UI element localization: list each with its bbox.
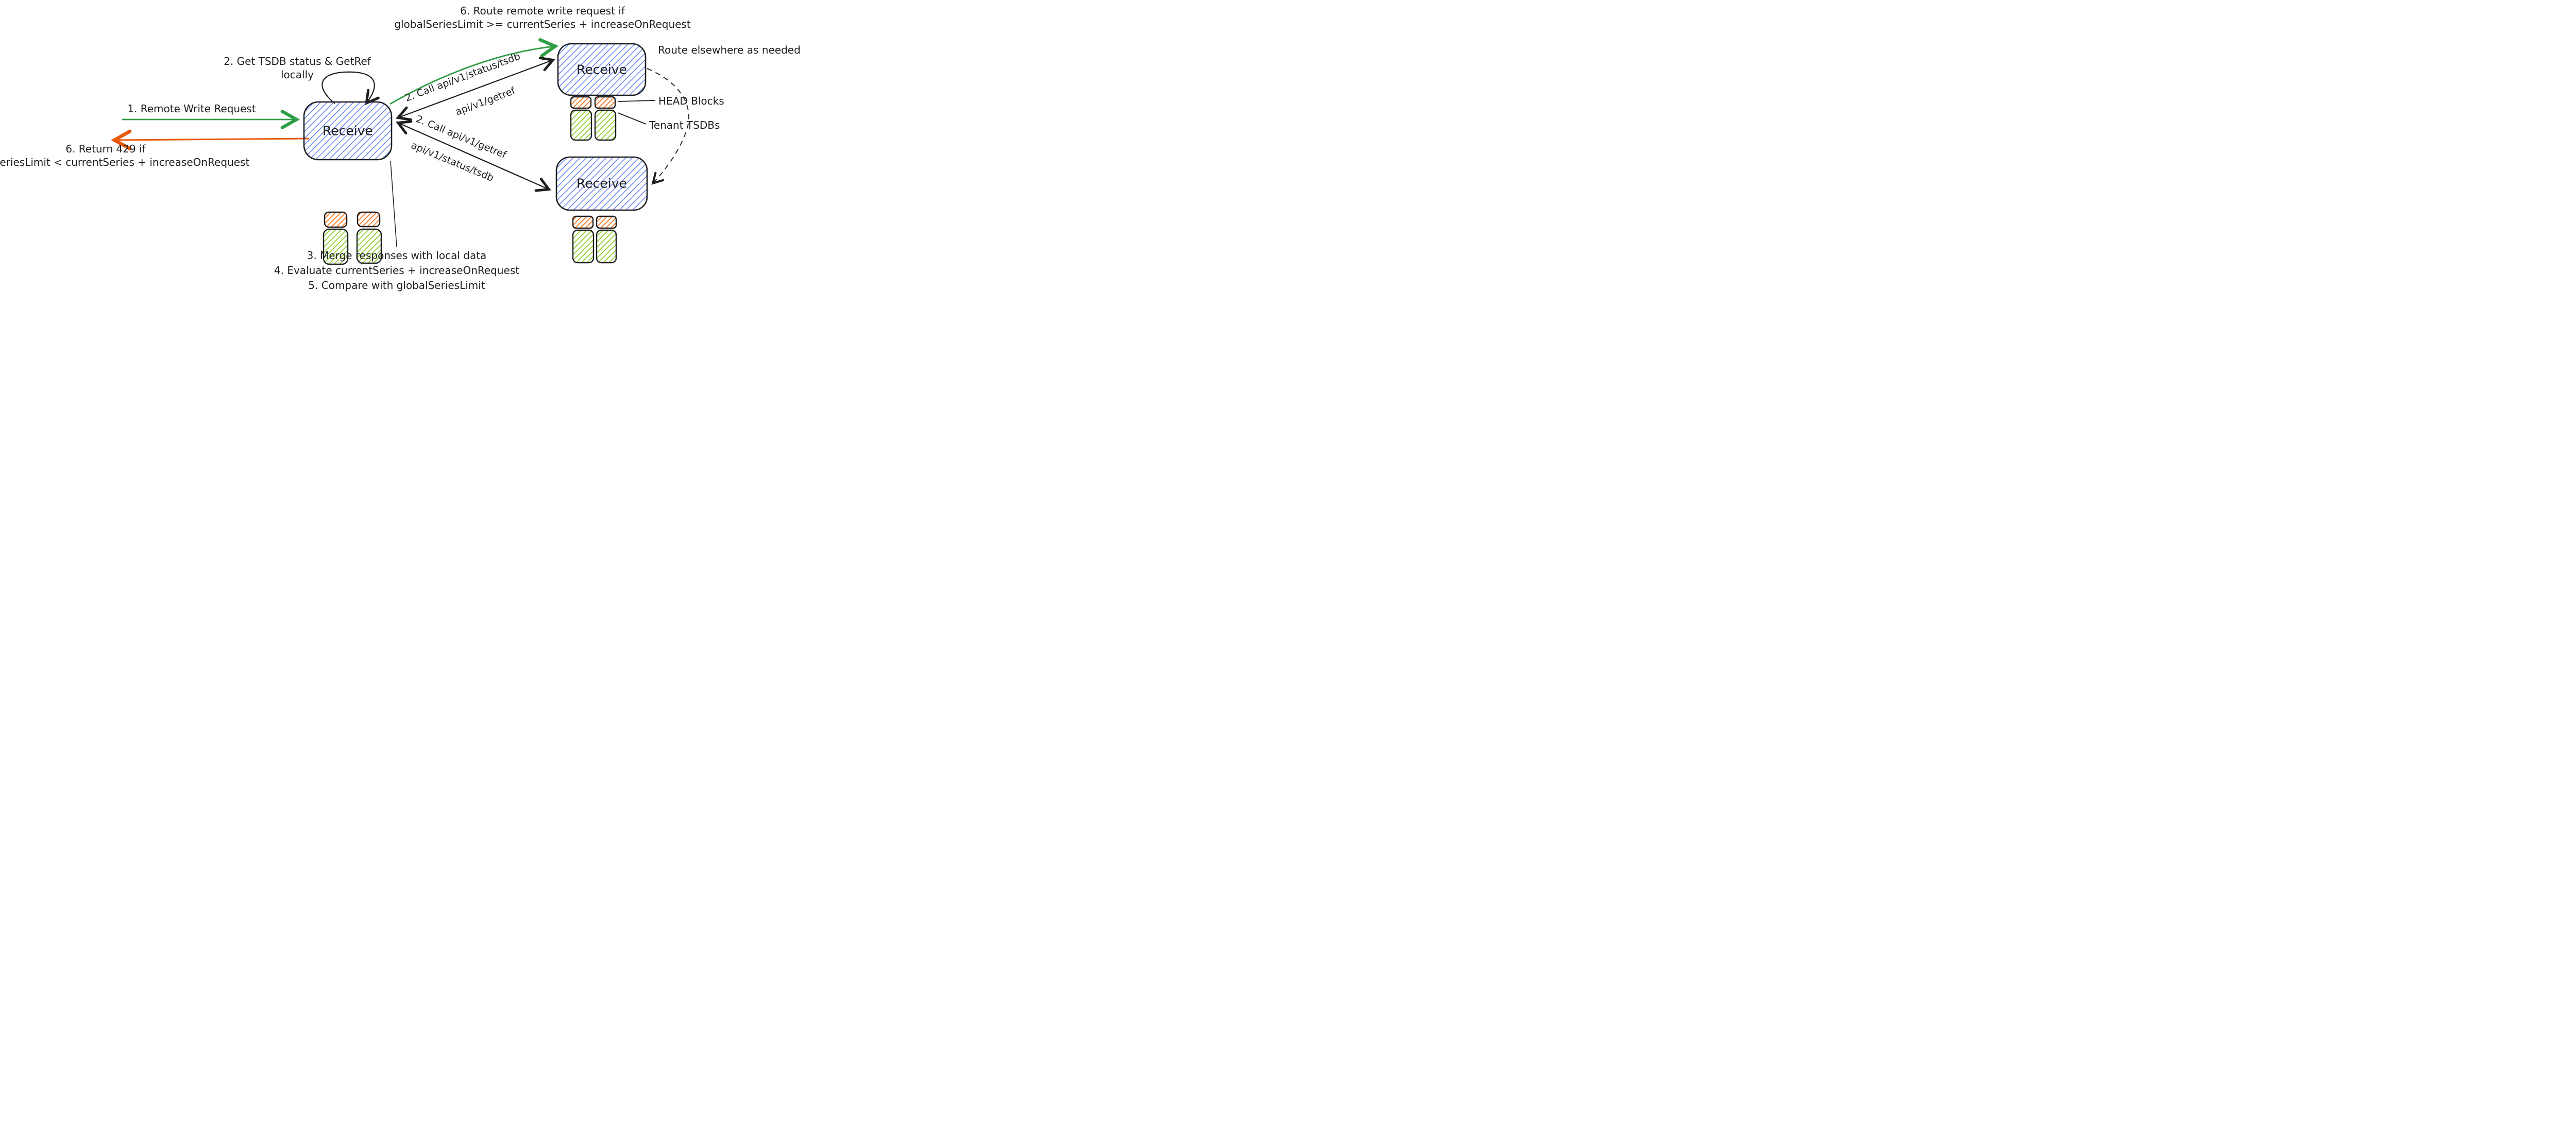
tenant-tsdb-icon [572,229,595,264]
head-blocks-pointer-line [618,100,656,102]
return-429-line1: 6. Return 429 if [65,143,146,155]
tenant-tsdbs-label: Tenant TSDBs [649,119,720,131]
return-429-line2: globalSeriesLimit < currentSeries + incr… [0,156,250,168]
tenant-tsdb-icon [323,228,349,265]
receive-node-bottom-right [555,156,648,211]
head-blocks-label: HEAD Blocks [658,95,724,107]
route-remote-write-line2: globalSeriesLimit >= currentSeries + inc… [394,18,691,30]
self-loop-arrow [321,71,380,106]
return-429-arrow [111,129,310,151]
call-arrow-top [395,57,556,121]
diagram-drawing [111,38,689,265]
merge-note-3: 3. Merge responses with local data [307,249,487,262]
head-block-icon [594,96,616,109]
tenant-tsdbs-pointer-line [617,112,647,125]
merge-note-5: 5. Compare with globalSeriesLimit [308,279,485,292]
route-elsewhere-label: Route elsewhere as needed [658,44,801,56]
receive-node-top-right-label: Receive [577,62,627,77]
head-block-icon [572,215,594,229]
diagram-canvas: Receive Receive Receive 6. Route remote … [0,0,804,294]
receive-node-main [303,101,393,161]
merge-notes-annotation: 3. Merge responses with local data 4. Ev… [274,248,519,293]
merge-note-4: 4. Evaluate currentSeries + increaseOnRe… [274,264,520,277]
get-tsdb-locally-line1: 2. Get TSDB status & GetRef [224,55,371,67]
tenant-tsdb-icon [356,228,382,264]
tenant-tsdb-icon [596,229,617,264]
head-block-icon [324,211,348,228]
top-right-tsdb-icons [570,96,617,141]
main-tsdb-icons [323,211,382,265]
route-remote-write-annotation: 6. Route remote write request if globalS… [394,4,690,31]
merge-notes-pointer-line [390,160,397,248]
tenant-tsdb-icon [594,109,617,141]
remote-write-request-label: 1. Remote Write Request [127,102,256,115]
return-429-annotation: 6. Return 429 if globalSeriesLimit < cur… [0,142,249,169]
tenant-tsdb-icon [570,109,592,141]
head-block-icon [596,215,617,229]
call-arrow-bottom [396,120,551,192]
head-block-icon [570,96,592,109]
get-tsdb-locally-annotation: 2. Get TSDB status & GetRef locally [224,55,371,81]
receive-node-top-right [557,43,647,96]
route-remote-write-line1: 6. Route remote write request if [460,5,625,17]
get-tsdb-locally-line2: locally [281,68,314,81]
head-block-icon [357,211,381,228]
bottom-right-tsdb-icons [572,215,617,264]
receive-node-bottom-right-label: Receive [577,176,627,191]
receive-node-main-label: Receive [323,123,373,139]
